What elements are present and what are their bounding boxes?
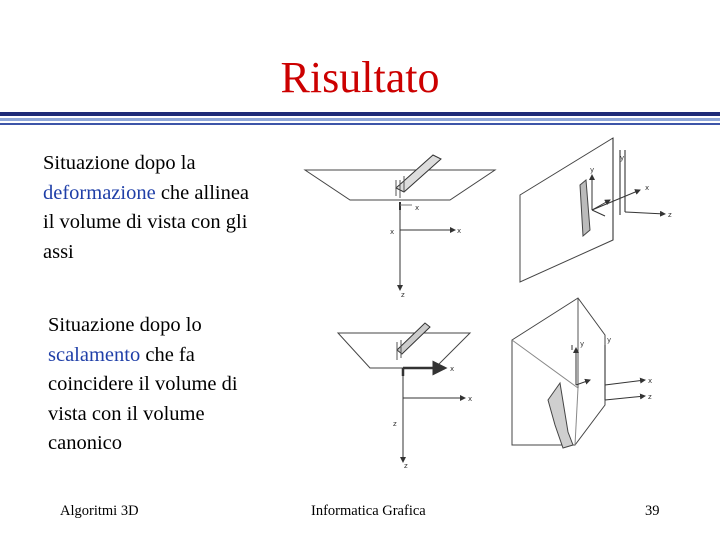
text-line: scalamento che fa [48,343,195,366]
axis-label: z [401,291,405,299]
highlight-term: scalamento [48,343,141,366]
title-rule-mid [0,123,720,125]
axis-label: x [468,395,472,403]
text-line: Situazione dopo lo [48,314,202,336]
footer-center: Informatica Grafica [311,503,426,519]
text-line: assi [43,240,74,263]
axis-label: x [648,377,652,385]
axis-label: x [390,228,394,236]
text-line: canonico [48,432,122,454]
text-line: Situazione dopo la [43,152,196,174]
axis-label: x [457,227,461,235]
text-line: vista con il volume [48,402,205,425]
slide-title: Risultato [280,53,440,102]
axis-label: y [590,166,594,174]
axis-label: z [668,211,672,219]
axis-label: x [415,204,419,212]
axis-label: y [580,340,584,348]
figure-deformation-3d-view: y x z y [519,137,672,283]
text-block-deformation: Situazione dopo la deformazione che alli… [43,149,249,267]
footer-left: Algoritmi 3D [60,503,139,519]
axis-label: z [404,462,408,470]
text-line: deformazione che allinea [43,181,250,204]
axis-label: y [620,154,624,162]
axis-label: y [607,336,611,344]
figure-deformation-top-view: x x x z [303,154,497,299]
text-line: il volume di vista con gli [43,211,248,233]
figure-scaling-top-view: x x z z [336,322,472,470]
axis-label: z [648,393,652,401]
text-block-scaling: Situazione dopo lo scalamento che fa coi… [48,311,238,459]
text-line: coincidere il volume di [48,373,238,395]
axis-label: x [645,184,649,192]
page-number: 39 [645,503,660,519]
axis-label: x [450,365,454,373]
title-rule-light [0,118,720,121]
figure-scaling-3d-view: y x z y [511,297,652,449]
axis-label: z [393,420,397,428]
highlight-term: deformazione [43,181,156,204]
title-rule-dark [0,112,720,116]
